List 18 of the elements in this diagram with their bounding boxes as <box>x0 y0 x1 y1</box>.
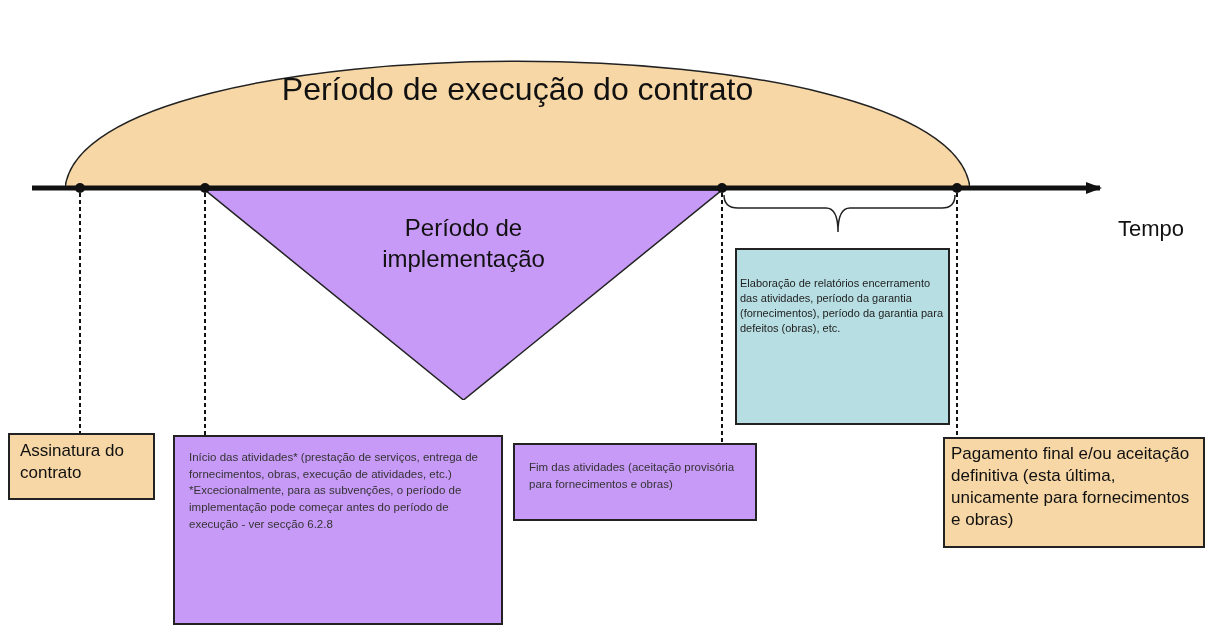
dashed-connector <box>79 192 81 434</box>
shape-label: Período de implementação <box>382 214 545 273</box>
dashed-connector <box>721 192 723 444</box>
dashed-connector <box>204 192 206 436</box>
box-text: Elaboração de relatórios encerramento das atividades, período da garantia (fornecimentos), período da garantia para defeitos (obras), etc. <box>740 277 943 334</box>
box-text: *Excecionalmente, para as subvenções, o período de implementação pode começar antes do período de execução - ver secção 6.2.8 <box>189 484 462 530</box>
dashed-connector <box>956 192 958 438</box>
contract-signing-box <box>8 433 155 500</box>
shape-label: Período de execução do contrato <box>281 71 754 107</box>
box-text: Assinatura do contrato <box>20 441 124 483</box>
axis-label: Tempo <box>1118 215 1185 243</box>
box-text: Início das atividades* (prestação de serviços, entrega de fornecimentos, obras, execução de atividades, etc.) <box>189 451 478 480</box>
activities-start-box <box>173 435 503 625</box>
box-text: Pagamento final e/ou aceitação definitiva (esta última, unicamente para fornecimentos e obras) <box>951 444 1190 530</box>
box-text: Fim das atividades (aceitação provisória para fornecimentos e obras) <box>529 461 735 490</box>
activities-end-box <box>513 443 757 521</box>
final-payment-box <box>943 437 1205 548</box>
activities-closing-box <box>735 248 950 425</box>
